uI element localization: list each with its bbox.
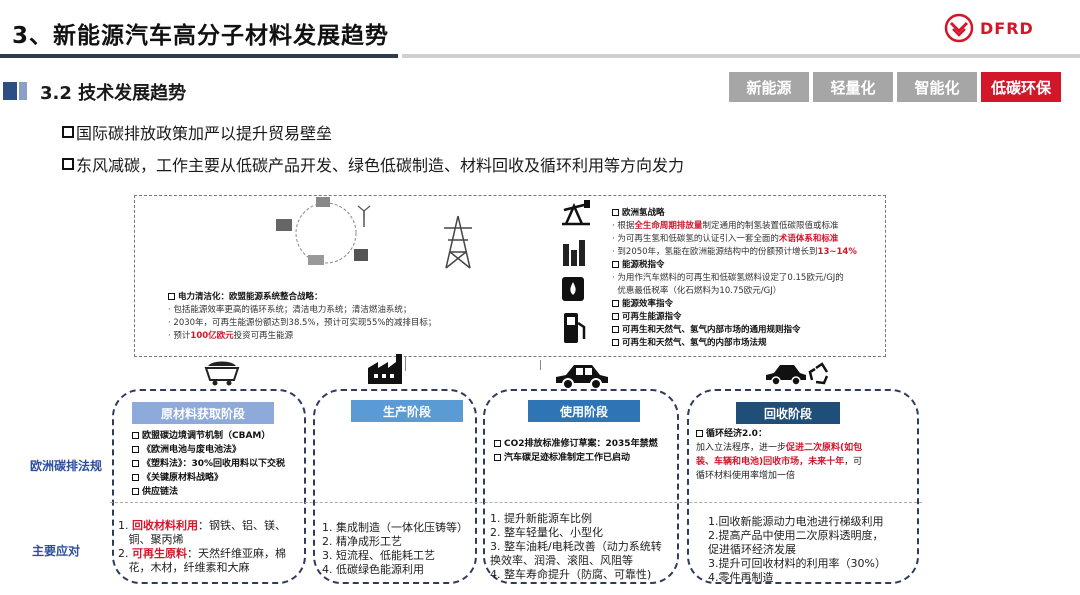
connector-line	[540, 360, 541, 370]
stage-label-production: 生产阶段	[351, 400, 463, 422]
stage-label-raw-material: 原材料获取阶段	[132, 402, 274, 424]
checkbox-icon	[612, 300, 619, 307]
energy-cycle-icon	[276, 197, 371, 265]
title-underline-dark	[0, 54, 398, 58]
checkbox-icon	[494, 454, 501, 461]
row-label-regulations: 欧洲碳排法规	[30, 459, 103, 473]
checkbox-icon	[132, 432, 139, 439]
checkbox-icon	[132, 460, 139, 467]
oil-pump-icon	[562, 200, 590, 226]
regulations-recycle: 循环经济2.0： 加入立法程序，进一步促进二次原料(如包 装、车辆和电池)回收市…	[696, 429, 863, 481]
company-logo: DFRD	[944, 12, 1054, 44]
stage-box-production	[313, 389, 477, 584]
checkbox-icon	[132, 488, 139, 495]
tag-intelligent: 智能化	[897, 72, 977, 102]
checkbox-icon	[612, 326, 619, 333]
tag-lightweight: 轻量化	[813, 72, 893, 102]
stage-box-recycle	[687, 389, 919, 584]
regulations-use: CO2排放标准修订草案：2035年禁燃 汽车碳足迹标准制定工作已启动	[494, 437, 676, 465]
power-tower-icon	[444, 215, 472, 269]
tag-low-carbon: 低碳环保	[981, 72, 1061, 102]
connector-line	[405, 357, 406, 371]
stage-box-raw-material	[112, 389, 306, 584]
measures-recycle: 1.回收新能源动力电池进行梯级利用 2.提高产品中使用二次原料透明度， 促进循环…	[708, 515, 886, 584]
measures-raw-material: 1. 回收材料利用：钢铁、铝、镁、 铜、聚丙烯 2. 可再生原料：天然纤维亚麻，…	[118, 519, 286, 574]
fuel-can-icon	[562, 277, 584, 301]
car-icon	[556, 365, 608, 390]
logo-emblem-icon	[944, 13, 974, 43]
measures-use: 1. 提升新能源车比例 2. 整车轻量化、小型化 3. 整车油耗/电耗改善（动力…	[490, 512, 662, 581]
page-title: 3、新能源汽车高分子材料发展趋势	[12, 23, 390, 49]
regulations-raw-material: 欧盟碳边境调节机制（CBAM） 《欧洲电池与废电池法》 《塑料法》：30%回收用…	[132, 429, 304, 499]
section-title: 3.2 技术发展趋势	[40, 83, 187, 104]
checkbox-bullet-icon	[62, 158, 74, 170]
checkbox-icon	[132, 446, 139, 453]
stage-box-use	[483, 389, 679, 584]
bullet-2: 东风减碳，工作主要从低碳产品开发、绿色低碳制造、材料回收及循环利用等方向发力	[62, 152, 684, 176]
bullet-1: 国际碳排放政策加严以提升贸易壁垒	[62, 120, 332, 144]
tag-new-energy: 新能源	[729, 72, 809, 102]
title-underline-light	[402, 54, 1080, 58]
stage-label-recycle: 回收阶段	[736, 402, 840, 424]
checkbox-icon	[612, 339, 619, 346]
power-clean-block: 电力清洁化：欧盟能源系统整合战略： · 包括能源效率更高的循环系统；清洁电力系统…	[168, 292, 437, 341]
checkbox-icon	[494, 440, 501, 447]
section-marker	[3, 82, 17, 100]
mine-cart-icon	[204, 361, 240, 386]
checkbox-icon	[612, 313, 619, 320]
car-recycle-icon	[766, 362, 829, 386]
logo-text: DFRD	[980, 18, 1034, 38]
checkbox-icon	[132, 474, 139, 481]
checkbox-icon	[696, 430, 703, 437]
fuel-station-icon	[564, 313, 586, 343]
measures-production: 1. 集成制造（一体化压铸等） 2. 精净成形工艺 3. 短流程、低能耗工艺 4…	[322, 521, 468, 576]
checkbox-icon	[168, 293, 175, 300]
row-label-measures: 主要应对	[32, 544, 81, 558]
row-separator	[110, 502, 922, 503]
hydrogen-policy-block: 欧洲氢战略 · 根据全生命周期排放量制定通用的制氢装置低碳限值或标准 · 为可再…	[612, 208, 857, 348]
stage-label-use: 使用阶段	[528, 400, 640, 422]
refinery-icon	[563, 240, 585, 266]
policy-panel	[134, 195, 886, 357]
checkbox-bullet-icon	[62, 126, 74, 138]
section-marker-light	[19, 82, 27, 100]
checkbox-icon	[612, 209, 619, 216]
factory-icon	[368, 354, 402, 384]
checkbox-icon	[612, 261, 619, 268]
